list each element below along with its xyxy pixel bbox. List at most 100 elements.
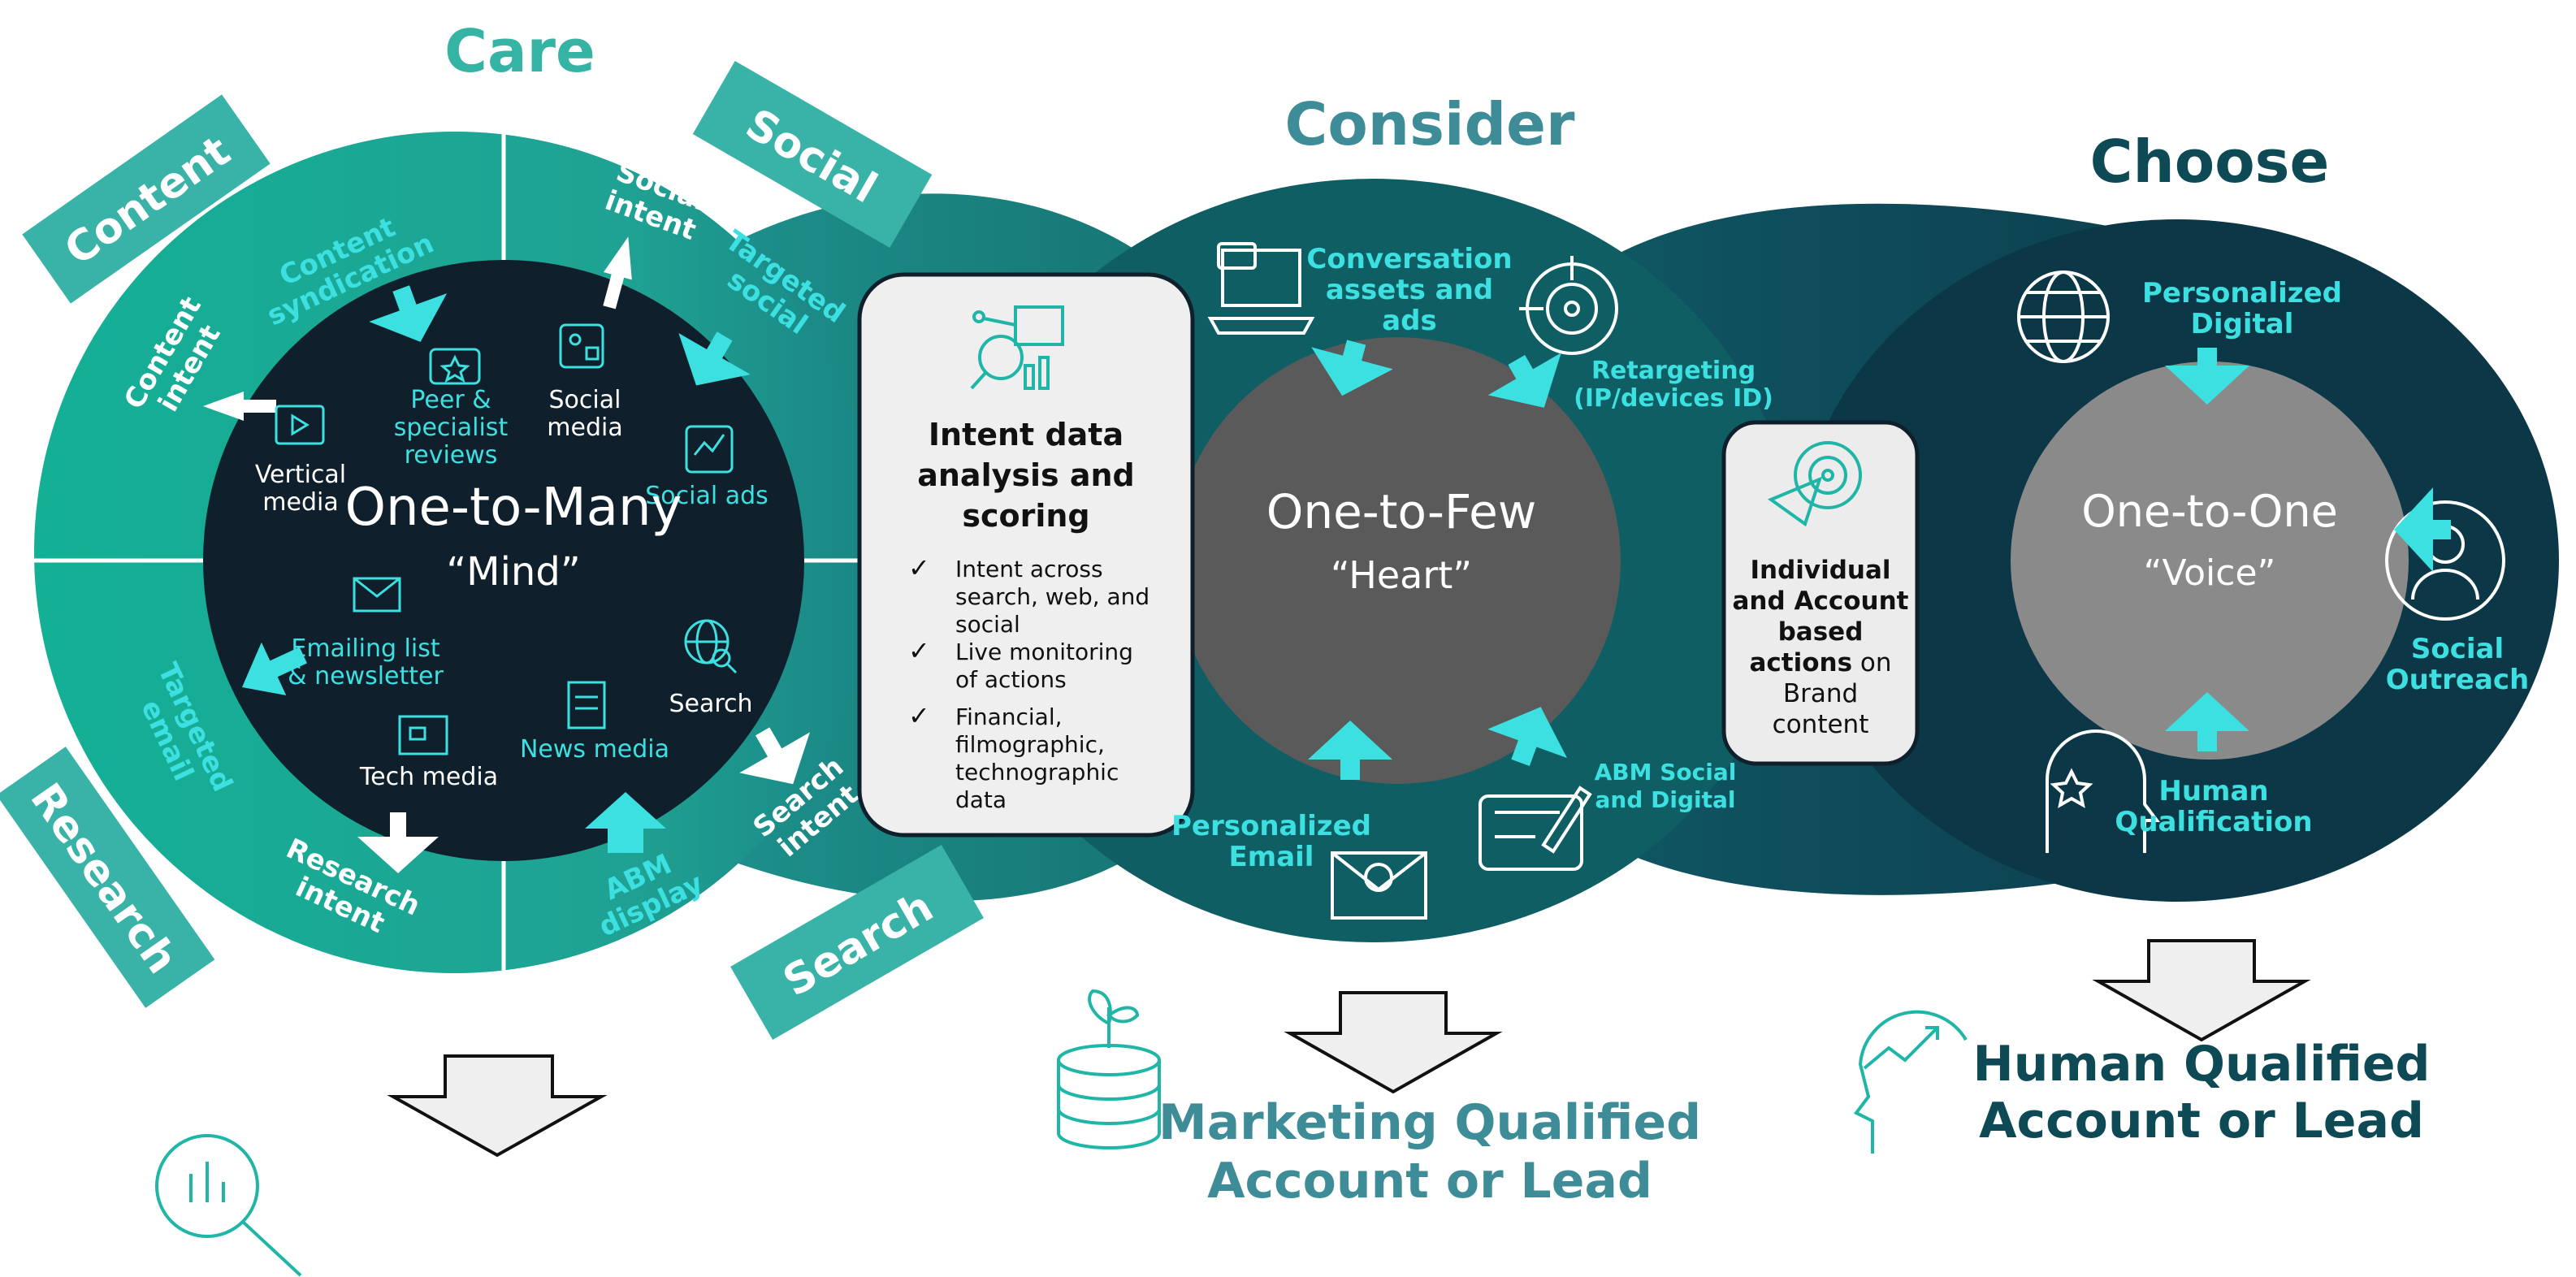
channel-emailing-list: Emailing list & newsletter (288, 634, 444, 690)
intent-item-1c: social (955, 611, 1020, 638)
outcome-arrows (387, 939, 2311, 1158)
care-core-icons (275, 323, 738, 755)
arrow-cyan-abm-display (585, 792, 666, 853)
svg-text:Personalized: Personalized (2142, 277, 2342, 310)
choose-icons (2017, 271, 2505, 853)
outcome-mql-line1: Marketing Qualified (1158, 1094, 1701, 1151)
laptop-chat-icon (1207, 242, 1315, 335)
svg-text:Qualification: Qualification (2115, 806, 2312, 838)
intent-data-box: Intent data analysis and scoring ✓ Inten… (857, 272, 1195, 838)
intent-title-line2: analysis and (917, 457, 1135, 493)
arrow-outreach-left (2394, 487, 2451, 572)
analytics-icon (970, 305, 1064, 390)
label-abm-social: ABM Social and Digital (1595, 759, 1737, 813)
label-conversation-assets: Conversation assets and ads (1306, 243, 1512, 337)
arrow-down-research-intent (357, 812, 439, 873)
label-retargeting: Retargeting (IP/devices ID) (1574, 357, 1773, 413)
channel-social-ads: Social ads (645, 482, 768, 510)
arrow-cyan-syndication (369, 285, 448, 342)
care-core-subtitle: “Mind” (446, 549, 580, 595)
check-icon: ✓ (908, 552, 930, 583)
email-at-icon (1331, 851, 1427, 920)
choose-core-subtitle: “Voice” (2144, 552, 2276, 594)
svg-text:(IP/devices ID): (IP/devices ID) (1574, 384, 1773, 413)
svg-text:Email: Email (1229, 841, 1314, 873)
intent-title-line1: Intent data (929, 417, 1123, 452)
label-social-outreach: Social Outreach (2386, 633, 2530, 696)
svg-text:Brand: Brand (1783, 679, 1858, 708)
social-ads-icon (685, 425, 734, 474)
intent-item-1a: Intent across (955, 556, 1103, 582)
magnifier-chart-icon (155, 1134, 302, 1277)
intent-item-1b: search, web, and (955, 583, 1149, 610)
channel-vertical-media: Vertical media (255, 461, 346, 517)
svg-text:ads: ads (1382, 305, 1437, 337)
social-media-icon (559, 323, 604, 369)
svg-text:Peer &: Peer & (410, 386, 491, 414)
consider-core-title: One-to-Few (1266, 484, 1537, 539)
arrow-qualification-up (2165, 692, 2249, 751)
consider-icons (1207, 242, 1618, 920)
outcome-icons (155, 989, 1968, 1277)
svg-text:Digital: Digital (2191, 308, 2294, 340)
svg-text:media: media (547, 413, 622, 442)
care-ring-arrows (203, 236, 810, 873)
consider-core-subtitle: “Heart” (1331, 553, 1472, 597)
care-down-arrow-shape (387, 1054, 608, 1158)
channel-social-media: Social media (547, 386, 622, 442)
consider-core (1174, 337, 1621, 784)
intent-item-3d: data (955, 786, 1007, 813)
arrow-retargeting-down (1487, 353, 1561, 408)
choose-core (2011, 361, 2409, 760)
label-personalized-digital: Personalized Digital (2142, 277, 2342, 340)
outcome-hql-line1: Human Qualified (1973, 1036, 2431, 1093)
choose-down-arrow-shape (2092, 939, 2311, 1042)
arrow-up-social-intent (603, 236, 632, 310)
arrow-digital-down (2165, 348, 2249, 405)
consider-arrows (1308, 340, 1568, 780)
consider-down-arrow-shape (1284, 991, 1503, 1094)
choose-core-title: One-to-One (2081, 486, 2338, 537)
svg-text:Individual: Individual (1750, 556, 1890, 585)
channel-peer-reviews: Peer & specialist reviews (394, 386, 509, 470)
tech-media-icon (398, 715, 448, 755)
svg-text:media: media (262, 488, 338, 517)
intent-item-2a: Live monitoring (955, 638, 1133, 665)
intent-item-2b: of actions (955, 666, 1067, 693)
globe-icon (2017, 271, 2110, 363)
head-growth-icon (1853, 1010, 1968, 1154)
arrow-abm-up (1487, 707, 1568, 766)
arrow-cyan-targeted-social (678, 331, 751, 386)
video-icon (275, 405, 325, 445)
news-media-icon (567, 681, 606, 729)
coins-plant-icon (1057, 989, 1161, 1149)
svg-text:ABM Social: ABM Social (1595, 759, 1737, 786)
svg-text:& newsletter: & newsletter (288, 662, 444, 690)
outcome-hql-line2: Account or Lead (1979, 1093, 2424, 1149)
arrow-left-content-intent (203, 392, 276, 421)
abm-edit-icon (1478, 786, 1592, 871)
svg-text:Outreach: Outreach (2386, 664, 2530, 696)
svg-text:assets and: assets and (1326, 274, 1493, 306)
head-star-icon (2046, 729, 2160, 853)
individual-account-box: Individual and Account based actions on … (1721, 420, 1920, 766)
svg-text:Personalized: Personalized (1171, 810, 1371, 842)
check-icon: ✓ (908, 635, 930, 666)
stage-title-choose: Choose (2090, 128, 2330, 196)
svg-text:Vertical: Vertical (255, 461, 346, 489)
retargeting-target-icon (1519, 256, 1618, 355)
choose-arrows (2165, 348, 2451, 751)
svg-text:Conversation: Conversation (1306, 243, 1512, 275)
svg-text:and Digital: and Digital (1595, 786, 1736, 813)
channel-search: Search (669, 690, 752, 718)
outcome-mql-line2: Account or Lead (1207, 1153, 1652, 1210)
email-newsletter-icon (353, 577, 401, 613)
arrow-cyan-targeted-email (241, 642, 307, 695)
care-core-title: One-to-Many (345, 478, 682, 538)
intent-item-3b: filmographic, (955, 731, 1105, 758)
svg-text:reviews: reviews (405, 441, 498, 470)
svg-text:Human: Human (2158, 775, 2268, 807)
intent-item-3a: Financial, (955, 703, 1063, 730)
check-icon: ✓ (908, 700, 930, 731)
